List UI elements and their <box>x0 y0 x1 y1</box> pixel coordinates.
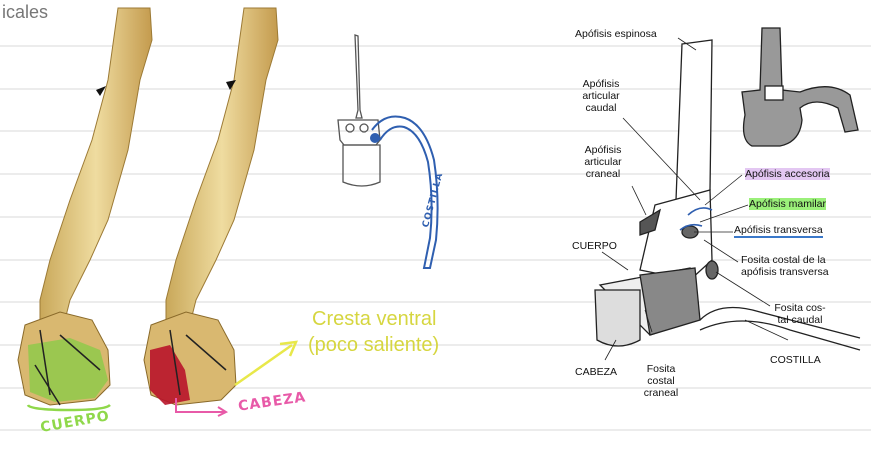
cabeza-red-highlight <box>150 345 190 405</box>
vertebral-body-face <box>594 289 641 347</box>
spinous-process <box>675 39 713 211</box>
label-fosita-costal-caudal: Fosita cos- tal caudal <box>774 302 826 326</box>
cresta-ventral-subtitle: (poco saliente) <box>308 334 440 356</box>
label-cabeza: CABEZA <box>575 366 618 378</box>
label-apofisis-espinosa: Apófisis espinosa <box>575 28 657 40</box>
label-cuerpo: CUERPO <box>572 240 617 252</box>
label-fosita-costal-transversa: Fosita costal de la apófisis transversa <box>741 254 829 278</box>
label-apofisis-articular-caudal: Apófisis articular caudal <box>582 78 620 114</box>
label-apofisis-accesoria: Apófisis accesoria <box>745 168 830 180</box>
label-apofisis-mamilar: Apófisis mamilar <box>749 198 827 210</box>
label-fosita-costal-craneal: Fosita costal craneal <box>643 363 679 399</box>
label-apofisis-transversa: Apófisis transversa <box>734 224 823 238</box>
header-fragment: icales <box>2 2 49 22</box>
label-apofisis-articular-craneal: Apófisis articular craneal <box>584 144 622 180</box>
label-costilla: COSTILLA <box>770 354 821 366</box>
cresta-ventral-label: Cresta ventral <box>312 308 437 330</box>
